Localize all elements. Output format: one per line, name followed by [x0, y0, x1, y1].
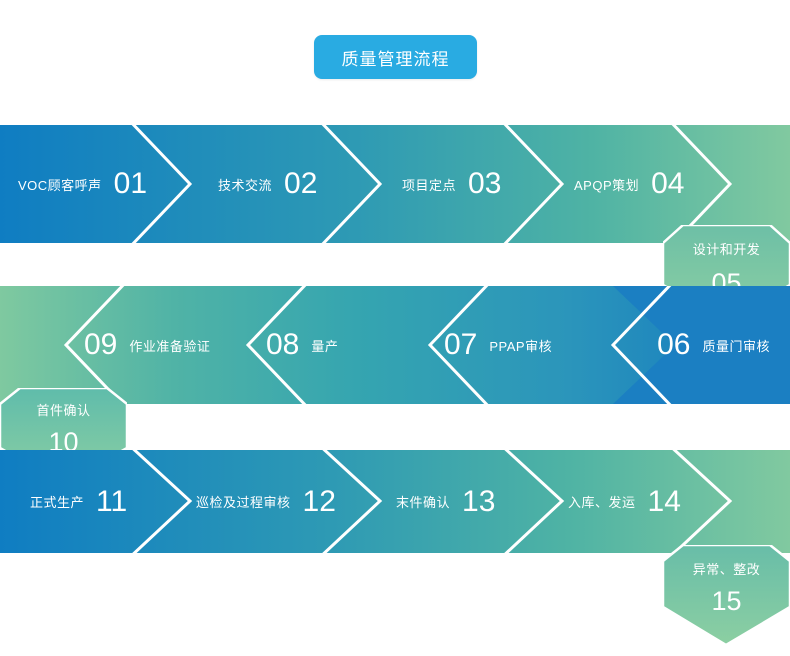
row-3-shapes: [0, 450, 790, 553]
row-1-shapes: [0, 125, 790, 243]
row-2-shapes: [0, 286, 790, 404]
process-row-3: 正式生产 11 巡检及过程审核 12 末件确认 13 入库、发运 14: [0, 450, 790, 553]
process-row-2: 06 质量门审核 07 PPAP审核 08 量产 09 作业准备验证: [0, 286, 790, 404]
connector-15-shape: [663, 545, 790, 645]
page-title: 质量管理流程: [314, 35, 477, 79]
connector-15[interactable]: 异常、整改 15: [663, 545, 790, 645]
